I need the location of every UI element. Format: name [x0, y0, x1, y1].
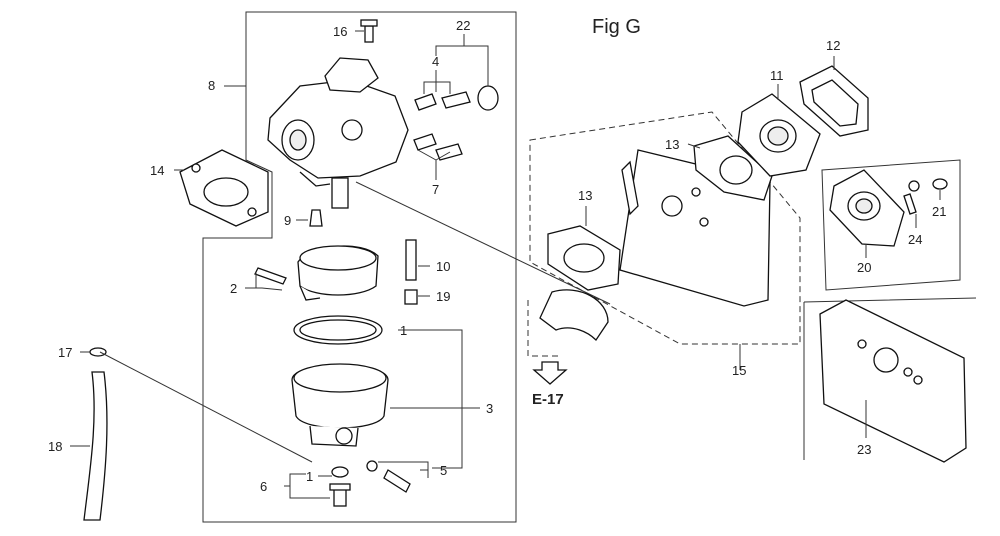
callout-16: 16: [333, 24, 347, 39]
gasket-23: [819, 299, 967, 463]
carburetor-group-border: [202, 11, 517, 523]
gasket-14: [179, 149, 269, 227]
cap-21: [932, 178, 948, 190]
callout-5: 5: [440, 463, 447, 478]
callout-1-lower: 1: [306, 469, 313, 484]
callout-10: 10: [436, 259, 450, 274]
gasket-13-right: [693, 135, 773, 201]
callout-18: 18: [48, 439, 62, 454]
float-assembly: [297, 245, 379, 301]
screw-16: [360, 19, 378, 43]
callout-7: 7: [432, 182, 439, 197]
drain-screw-5: [366, 460, 411, 493]
callout-12: 12: [826, 38, 840, 53]
gasket-12: [799, 65, 869, 137]
part23-group-border: [803, 297, 977, 460]
callout-6: 6: [260, 479, 267, 494]
screw-set-7: [413, 133, 463, 161]
callout-8: 8: [208, 78, 215, 93]
callout-11: 11: [770, 68, 784, 83]
callout-9: 9: [284, 213, 291, 228]
gasket-11: [737, 93, 821, 177]
callout-15: 15: [732, 363, 746, 378]
e17-arrow: [532, 361, 568, 385]
callout-21: 21: [932, 204, 946, 219]
callout-17: 17: [58, 345, 72, 360]
fuel-tube-18: [83, 371, 108, 521]
callout-4: 4: [432, 54, 439, 69]
o-ring-1: [293, 315, 383, 345]
leader-lines: [70, 30, 941, 499]
insulator-elbow: [539, 289, 609, 342]
reference-line-tube: [99, 351, 313, 463]
callout-14: 14: [150, 163, 164, 178]
clip-19: [404, 289, 418, 305]
figure-title: Fig G: [592, 16, 641, 38]
pin-24: [903, 180, 920, 215]
callout-23: 23: [857, 442, 871, 457]
reference-e17: E-17: [532, 391, 564, 408]
valve-9: [309, 209, 323, 227]
callout-19: 19: [436, 289, 450, 304]
pin-2: [254, 267, 287, 285]
bolt-6: [329, 466, 351, 507]
insulator-group-border: [529, 111, 801, 345]
reference-line-insulator: [355, 181, 611, 305]
clip-17: [89, 347, 107, 357]
needle-10: [405, 239, 417, 281]
callout-20: 20: [857, 260, 871, 275]
gasket-13-left: [547, 225, 621, 291]
screw-set-4: [414, 85, 499, 111]
callout-13-right: 13: [665, 137, 679, 152]
e17-reference-border: [527, 300, 560, 357]
callout-13-left: 13: [578, 188, 592, 203]
callout-22: 22: [456, 18, 470, 33]
callout-2: 2: [230, 281, 237, 296]
callout-24: 24: [908, 232, 922, 247]
callout-3: 3: [486, 401, 493, 416]
flange-20: [829, 169, 905, 247]
carburetor-body: [267, 57, 409, 209]
callout-1-upper: 1: [400, 323, 407, 338]
part20-group-border: [821, 159, 961, 291]
float-bowl-3: [291, 363, 389, 447]
